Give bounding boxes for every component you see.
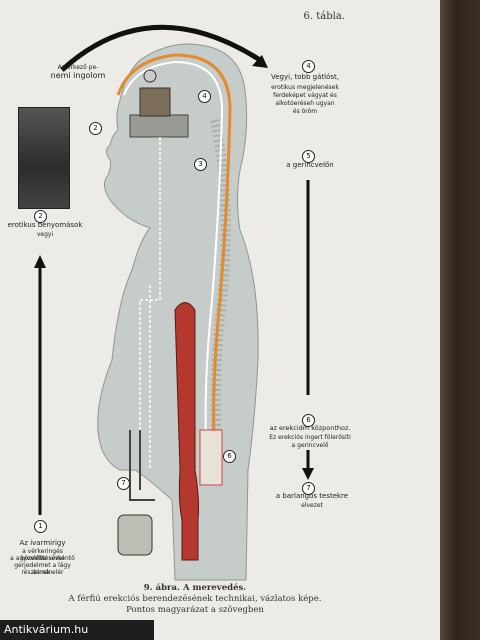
diagram xyxy=(34,24,314,581)
label-erotic-impressions: erotikus benyomások xyxy=(7,221,83,229)
gonad-device xyxy=(117,514,153,556)
watermark: Antikvárium.hu xyxy=(0,620,154,640)
arrow-top xyxy=(60,24,262,72)
label-gonad-3: a agyvelőbe serkentő xyxy=(10,555,75,562)
label-brain-1: Az érkező pe- xyxy=(57,64,99,71)
label-inhibition-3: ferdeképet vágyat és xyxy=(273,92,337,99)
brain-apparatus xyxy=(129,114,189,138)
label-gonad-2: a vérkeringés közvetítésével xyxy=(20,548,65,562)
marker-2: 2 xyxy=(34,210,47,223)
marker-6-diagram: 6 xyxy=(223,450,236,463)
caption-line-3: Pontos magyarázat a szövegben xyxy=(126,605,264,615)
label-cavernous-1: a barlangos testekre xyxy=(275,492,349,500)
label-erection-center-2: Ez erekciós ingert fölerősíti xyxy=(269,434,351,441)
blood-vessel xyxy=(174,302,200,561)
spine xyxy=(210,118,231,461)
marker-4-diagram: 4 xyxy=(198,90,211,103)
statue-photo xyxy=(18,107,70,209)
marker-4: 4 xyxy=(302,60,315,73)
label-inhibition-1: Vegyi, tobb gátlóst, xyxy=(271,73,339,81)
figure-caption: 9. ábra. A merevedés. A férfiú erekciós … xyxy=(60,583,330,616)
book-page: 6. tábla. Az érkező pe- nemi ingolom Veg… xyxy=(0,0,440,640)
label-erection-center-3: a gerincvelő xyxy=(291,442,329,449)
erection-center xyxy=(199,429,223,486)
caption-line-1: 9. ábra. A merevedés. xyxy=(143,583,247,593)
label-inhibition-5: és öröm xyxy=(292,108,318,115)
label-erection-center-1: az erekcidm központhoz. xyxy=(269,424,351,432)
wiring xyxy=(139,137,161,470)
marker-7: 7 xyxy=(302,482,315,495)
marker-2-diagram: 2 xyxy=(89,122,102,135)
label-spinal-cord: a gerincvelőn xyxy=(286,161,334,169)
label-cavernous-2: elvezet xyxy=(301,502,323,509)
caption-line-2: A férfiú erekciós berendezésének technik… xyxy=(68,594,322,604)
label-gonad-5: részeinek elér xyxy=(21,569,64,576)
label-gonad-4: gerjedelmet a lágy ásmán xyxy=(14,562,71,576)
label-inhibition-2: erotikus megjelenések xyxy=(271,84,339,91)
marker-6: 6 xyxy=(302,414,315,427)
marker-7-diagram: 7 xyxy=(117,477,130,490)
label-brain-2: nemi ingolom xyxy=(50,71,106,80)
marker-1: 1 xyxy=(34,520,47,533)
nerve-pathway xyxy=(116,53,232,441)
marker-3: 3 xyxy=(194,158,207,171)
book-binding xyxy=(440,0,480,640)
label-inhibition-4: alkotóeréseh ugyan xyxy=(275,100,335,107)
marker-5: 5 xyxy=(302,150,315,163)
label-gonad-1: Az ivarmirigy xyxy=(19,539,66,547)
label-erotic-impressions-sub: vegyi xyxy=(36,231,54,238)
plate-number: 6. tábla. xyxy=(303,11,345,22)
